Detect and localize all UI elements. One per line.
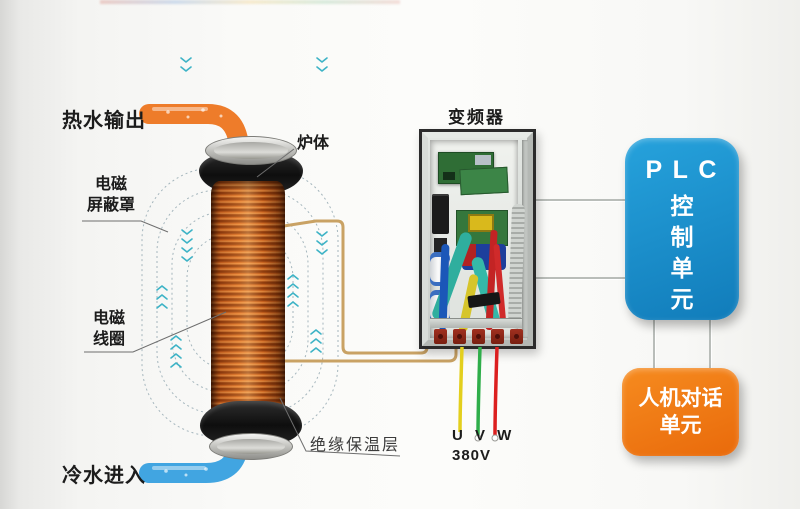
coil-label: 电磁 线圈 <box>92 310 125 348</box>
wire-lug <box>491 434 499 442</box>
cold-water-input-label: 冷水进入 <box>62 465 146 487</box>
shield-cover-label: 电磁 屏蔽罩 <box>86 176 135 214</box>
power-terminal <box>491 329 504 344</box>
uvw-label: U V W <box>452 427 516 444</box>
cabinet-hinge <box>522 140 528 338</box>
coil-feed-wire <box>270 219 429 355</box>
electromagnetic-coil <box>211 181 285 429</box>
top-flange <box>205 136 297 165</box>
inverter-plc-link-bottom <box>534 277 628 279</box>
power-terminal <box>472 329 485 344</box>
furnace-body-label: 炉体 <box>297 135 330 152</box>
bottom-flange <box>209 433 293 460</box>
inverter-cabinet <box>419 129 536 349</box>
relay-module <box>432 194 449 234</box>
wire-w <box>493 346 499 436</box>
inverter-label: 变频器 <box>448 108 505 127</box>
coil-return-wire <box>284 340 458 363</box>
transformer <box>468 214 494 232</box>
plc-control-unit: P L C 控 制 单 元 <box>625 138 739 320</box>
hmi-label-line1: 人机对话 <box>638 387 723 410</box>
mounting-rail <box>430 318 522 328</box>
wire-u <box>458 346 464 433</box>
power-terminal <box>434 329 447 344</box>
plc-title: P L C <box>645 156 719 184</box>
hot-water-output-label: 热水输出 <box>62 110 146 132</box>
plc-hmi-link-right <box>709 318 711 372</box>
power-terminal <box>453 329 466 344</box>
hmi-unit: 人机对话 单元 <box>622 368 739 456</box>
wire-v <box>476 346 482 436</box>
cropped-text-remnant <box>100 0 400 4</box>
voltage-label: 380V <box>452 447 492 464</box>
hmi-label-line2: 单元 <box>659 414 702 437</box>
plc-label: 控 制 单 元 <box>670 193 694 312</box>
insulation-layer-label: 绝缘保温层 <box>310 437 401 454</box>
plc-hmi-link-left <box>653 318 655 372</box>
power-terminal <box>510 329 523 344</box>
wire-lug <box>474 434 482 442</box>
inverter-plc-link-top <box>534 199 628 201</box>
